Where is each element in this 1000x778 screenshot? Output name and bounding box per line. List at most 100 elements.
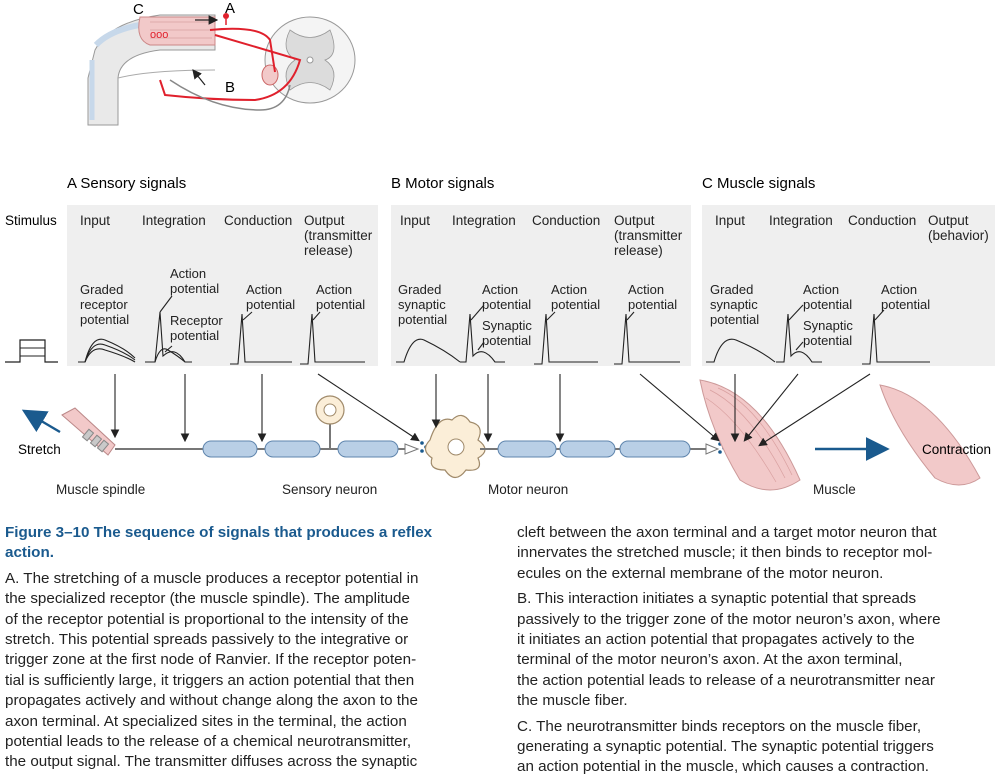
a-cond-label-1: Action	[246, 282, 282, 297]
sensory-myelin	[202, 440, 399, 458]
c-header-conduction: Conduction	[848, 213, 916, 228]
caption-a-line-6: tial is sufficiently large, it triggers …	[5, 671, 415, 689]
b-header-input: Input	[400, 213, 430, 228]
caption-c-line-3: an action potential in the muscle, which…	[517, 758, 929, 776]
sensory-pathway	[209, 27, 276, 73]
caption-title: Figure 3–10 The sequence of signals that…	[5, 523, 495, 543]
b-input-label-1: Graded	[398, 282, 441, 297]
a-header-output: Output	[304, 213, 345, 228]
b-cond-label-1: Action	[551, 282, 587, 297]
a-output-note-1: (transmitter	[304, 228, 373, 243]
caption-r1-line-1: cleft between the axon terminal and a ta…	[517, 524, 937, 541]
c-output-note-1: (behavior)	[928, 228, 989, 243]
panel-c-waveforms	[706, 304, 930, 365]
c-integ-sub-2: potential	[803, 333, 852, 348]
a-integ-ap-2: potential	[170, 281, 219, 296]
b-cond-label-2: potential	[551, 297, 600, 312]
stretch-label: Stretch	[18, 442, 61, 457]
caption-a-line-10: the output signal. The transmitter diffu…	[5, 753, 418, 771]
caption-a-line-9: potential leads to the release of a chem…	[5, 733, 412, 751]
panel-a-waveforms	[78, 295, 365, 365]
b-out-label-2: potential	[628, 297, 677, 312]
top-label-c: C	[133, 1, 144, 18]
panel-a-bg	[67, 205, 378, 366]
panel-b-bg	[391, 205, 691, 366]
spindle-ending	[223, 13, 229, 19]
figure-number: Figure 3–10	[5, 524, 90, 541]
a-cond-label-2: potential	[246, 297, 295, 312]
caption-left: Figure 3–10 The sequence of signals that…	[5, 523, 495, 773]
a-header-conduction: Conduction	[224, 213, 292, 228]
a-integ-sub-2: potential	[170, 328, 219, 343]
motor-neuron-nucleus	[447, 438, 465, 456]
b-header-integration: Integration	[452, 213, 516, 228]
b-integ-sub-2: potential	[482, 333, 531, 348]
motor-terminal	[705, 443, 720, 455]
caption-right: cleft between the axon terminal and a ta…	[517, 523, 997, 778]
caption-c-line-1: C. The neurotransmitter binds receptors …	[517, 717, 922, 735]
caption-r1-line-2: innervates the stretched muscle; it then…	[517, 544, 933, 562]
stretch-arrow	[21, 409, 61, 434]
panel-a-title: A Sensory signals	[67, 175, 186, 192]
c-input-label-1: Graded	[710, 282, 753, 297]
muscle-fiber	[699, 379, 801, 491]
label-muscle: Muscle	[813, 482, 856, 497]
caption-a-line-8: axon terminal. At specialized sites in t…	[5, 712, 407, 730]
caption-b-line-6: the muscle fiber.	[517, 692, 628, 710]
stimulus-label: Stimulus	[5, 213, 57, 228]
a-input-label-2: receptor	[80, 297, 128, 312]
c-header-input: Input	[715, 213, 745, 228]
c-cond-label-2: potential	[881, 297, 930, 312]
b-header-output: Output	[614, 213, 655, 228]
c-header-output: Output	[928, 213, 969, 228]
caption-a-line-5: trigger zone at the first node of Ranvie…	[5, 651, 417, 669]
a-integ-ap-1: Action	[170, 266, 206, 281]
b-input-label-2: synaptic	[398, 297, 446, 312]
label-muscle-spindle: Muscle spindle	[56, 482, 145, 497]
caption-title-text: The sequence of signals that produces a …	[93, 524, 433, 541]
b-integ-sub-1: Synaptic	[482, 318, 532, 333]
a-header-integration: Integration	[142, 213, 206, 228]
spinal-cord-illustration	[261, 16, 356, 104]
c-integ-ap-1: Action	[803, 282, 839, 297]
b-integ-ap-2: potential	[482, 297, 531, 312]
motor-myelin	[497, 440, 691, 458]
a-out-label-2: potential	[316, 297, 365, 312]
caption-a-line-1: A. The stretching of a muscle produces a…	[5, 569, 419, 587]
b-output-note-1: (transmitter	[614, 228, 683, 243]
caption-b-line-2: passively to the trigger zone of the mot…	[517, 610, 941, 628]
c-cond-label-1: Action	[881, 282, 917, 297]
motor-pathway	[159, 34, 302, 102]
label-sensory-neuron: Sensory neuron	[282, 482, 377, 497]
contraction-label: Contraction	[922, 442, 991, 457]
reflex-diagram: ooo C A B A Sensory signals B Motor sign…	[5, 0, 995, 497]
caption-b-line-1: B. This interaction initiates a synaptic…	[517, 590, 917, 608]
panel-c-title: C Muscle signals	[702, 175, 815, 192]
reflex-diagram-svg: ooo C A B A Sensory signals B Motor sign…	[5, 0, 995, 497]
caption-c-line-2: generating a synaptic potential. The syn…	[517, 738, 934, 756]
caption-b-line-3: it initiates an action potential that pr…	[517, 631, 915, 649]
b-output-note-2: release)	[614, 243, 663, 258]
c-integ-ap-2: potential	[803, 297, 852, 312]
signal-arrows	[110, 373, 871, 447]
a-output-note-2: release)	[304, 243, 353, 258]
caption-r1-line-3: ecules on the external membrane of the m…	[517, 564, 884, 582]
interneuron-pathway	[169, 79, 291, 111]
top-label-b: B	[225, 79, 235, 96]
b-integ-ap-1: Action	[482, 282, 518, 297]
svg-text:ooo: ooo	[150, 29, 168, 41]
stimulus-steps	[20, 347, 45, 357]
a-out-label-1: Action	[316, 282, 352, 297]
sensory-cell-body	[315, 395, 345, 449]
a-input-label-3: potential	[80, 312, 129, 327]
leg-illustration: ooo	[87, 14, 216, 126]
caption-a-line-7: propagates actively and without change a…	[5, 692, 418, 710]
label-motor-neuron: Motor neuron	[488, 482, 568, 497]
c-input-label-2: synaptic	[710, 297, 758, 312]
c-integ-sub-1: Synaptic	[803, 318, 853, 333]
a-header-input: Input	[80, 213, 110, 228]
top-arrow-b	[192, 69, 206, 86]
c-header-integration: Integration	[769, 213, 833, 228]
contracted-muscle	[879, 384, 981, 486]
caption-a-line-2: the specialized receptor (the muscle spi…	[5, 590, 410, 608]
